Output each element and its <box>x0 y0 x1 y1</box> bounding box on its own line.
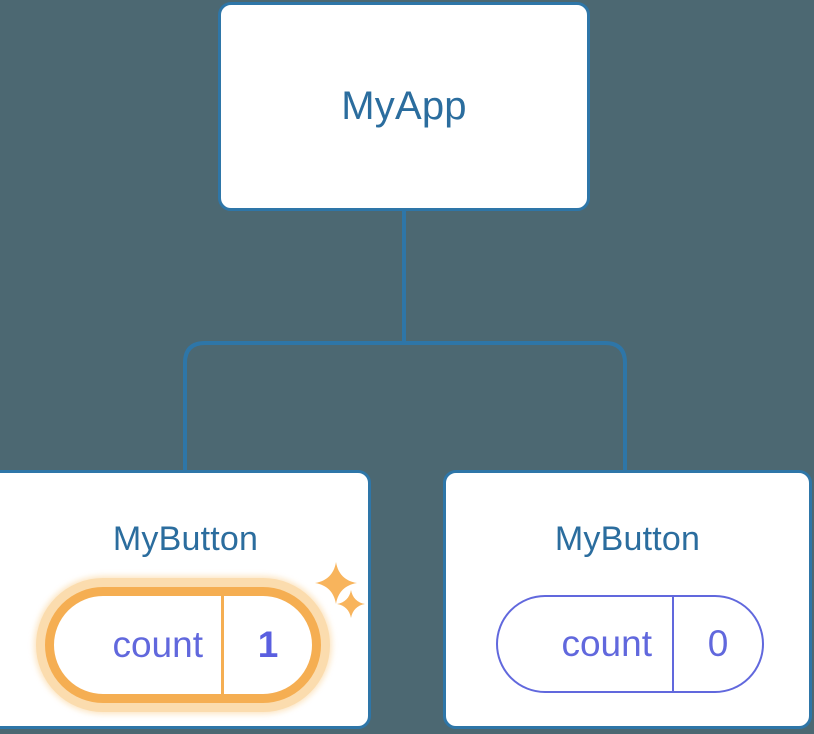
state-key-child-1: count <box>498 597 674 691</box>
node-card-child-1[interactable]: MyButton count 0 <box>443 470 812 729</box>
state-key-child-0: count <box>54 596 224 694</box>
node-title-root: MyApp <box>341 84 467 128</box>
connector-branch-left <box>183 341 404 471</box>
node-card-root[interactable]: MyApp <box>218 2 590 211</box>
state-value-child-1: 0 <box>707 623 729 664</box>
connector-branch-right <box>404 341 627 471</box>
node-title-child-1: MyButton <box>554 520 701 558</box>
node-title-child-0: MyButton <box>112 520 259 558</box>
state-pill-child-1[interactable]: count 0 <box>496 595 764 693</box>
node-card-child-0[interactable]: MyButton count 1 <box>0 470 371 729</box>
state-value-child-0: 1 <box>257 624 279 665</box>
state-pill-child-0[interactable]: count 1 <box>45 587 321 703</box>
